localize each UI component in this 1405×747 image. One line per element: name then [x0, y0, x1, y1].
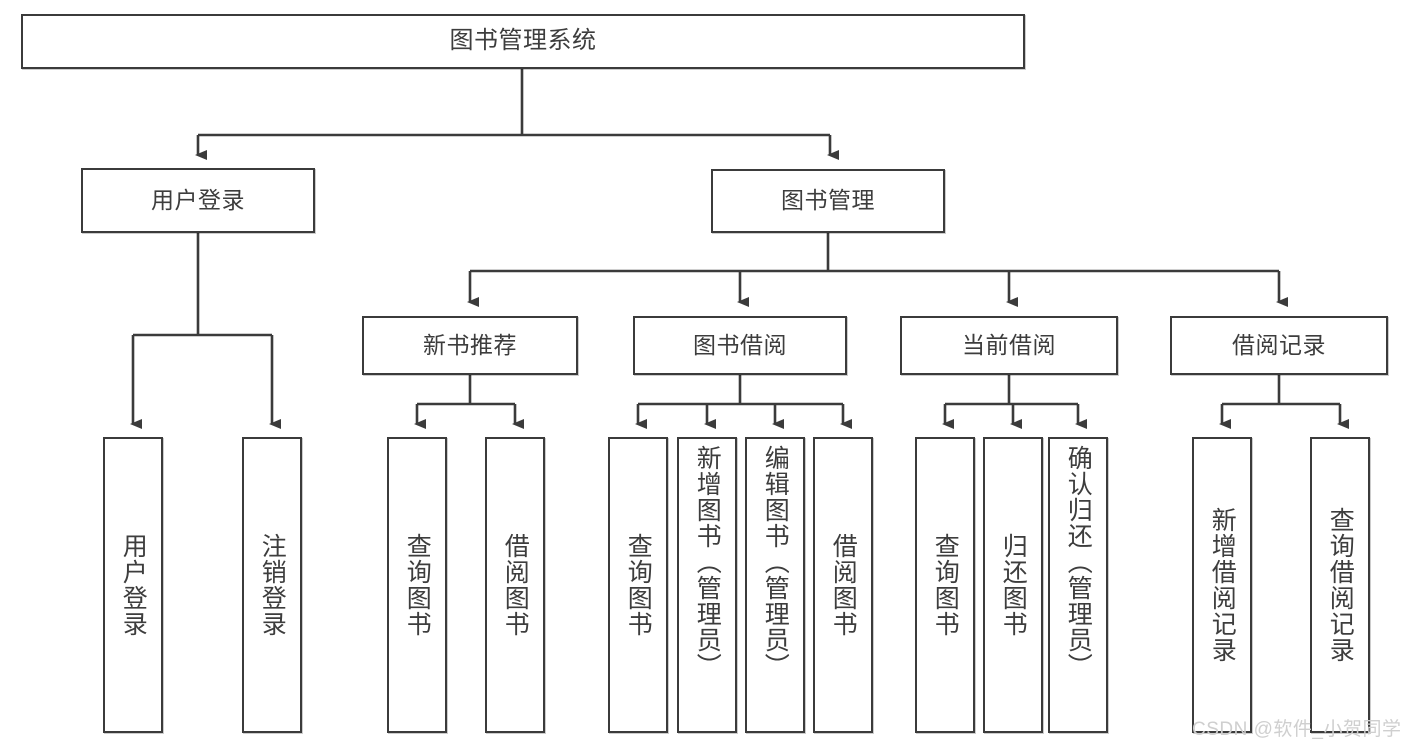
- node-leaf-query-book-2-label: 查询图书: [624, 533, 653, 637]
- node-leaf-logout-login-label: 注销登录: [258, 533, 287, 637]
- node-book-borrow[interactable]: 图书借阅: [633, 316, 847, 375]
- node-leaf-borrow-book-1-label: 借阅图书: [501, 533, 530, 637]
- node-leaf-query-book-1[interactable]: 查询图书: [387, 437, 447, 733]
- node-new-book-recommend[interactable]: 新书推荐: [362, 316, 578, 375]
- node-leaf-user-login[interactable]: 用户登录: [103, 437, 163, 733]
- node-current-borrow[interactable]: 当前借阅: [900, 316, 1118, 375]
- node-leaf-return-book-label: 归还图书: [999, 533, 1028, 637]
- node-leaf-edit-book-label: 编辑图书（管理员）: [761, 445, 790, 679]
- node-leaf-return-book[interactable]: 归还图书: [983, 437, 1043, 733]
- node-leaf-edit-book[interactable]: 编辑图书（管理员）: [745, 437, 805, 733]
- node-leaf-query-book-3[interactable]: 查询图书: [915, 437, 975, 733]
- node-leaf-add-record-label: 新增借阅记录: [1208, 507, 1237, 663]
- node-leaf-query-book-2[interactable]: 查询图书: [608, 437, 668, 733]
- node-leaf-confirm-return[interactable]: 确认归还（管理员）: [1048, 437, 1108, 733]
- node-root-label: 图书管理系统: [449, 27, 597, 55]
- node-leaf-add-book-label: 新增图书（管理员）: [693, 445, 722, 679]
- node-leaf-add-record[interactable]: 新增借阅记录: [1192, 437, 1252, 733]
- node-leaf-query-book-1-label: 查询图书: [403, 533, 432, 637]
- node-root[interactable]: 图书管理系统: [21, 14, 1025, 69]
- node-book-manage-label: 图书管理: [781, 187, 875, 214]
- node-borrow-record[interactable]: 借阅记录: [1170, 316, 1388, 375]
- node-new-book-recommend-label: 新书推荐: [423, 331, 517, 358]
- node-leaf-user-login-label: 用户登录: [119, 533, 148, 637]
- node-current-borrow-label: 当前借阅: [962, 331, 1056, 358]
- node-leaf-borrow-book-2-label: 借阅图书: [829, 533, 858, 637]
- csdn-watermark: CSDN @软件_小贺同学: [1192, 719, 1402, 740]
- node-user-login-label: 用户登录: [151, 186, 245, 213]
- node-leaf-borrow-book-2[interactable]: 借阅图书: [813, 437, 873, 733]
- node-leaf-query-record-label: 查询借阅记录: [1326, 507, 1355, 663]
- node-borrow-record-label: 借阅记录: [1232, 331, 1326, 358]
- node-leaf-query-record[interactable]: 查询借阅记录: [1310, 437, 1370, 733]
- node-leaf-query-book-3-label: 查询图书: [931, 533, 960, 637]
- node-leaf-logout-login[interactable]: 注销登录: [242, 437, 302, 733]
- node-book-borrow-label: 图书借阅: [693, 331, 787, 358]
- node-book-manage[interactable]: 图书管理: [711, 169, 945, 233]
- node-leaf-add-book[interactable]: 新增图书（管理员）: [677, 437, 737, 733]
- node-leaf-borrow-book-1[interactable]: 借阅图书: [485, 437, 545, 733]
- node-user-login[interactable]: 用户登录: [81, 168, 315, 233]
- node-leaf-confirm-return-label: 确认归还（管理员）: [1064, 445, 1093, 679]
